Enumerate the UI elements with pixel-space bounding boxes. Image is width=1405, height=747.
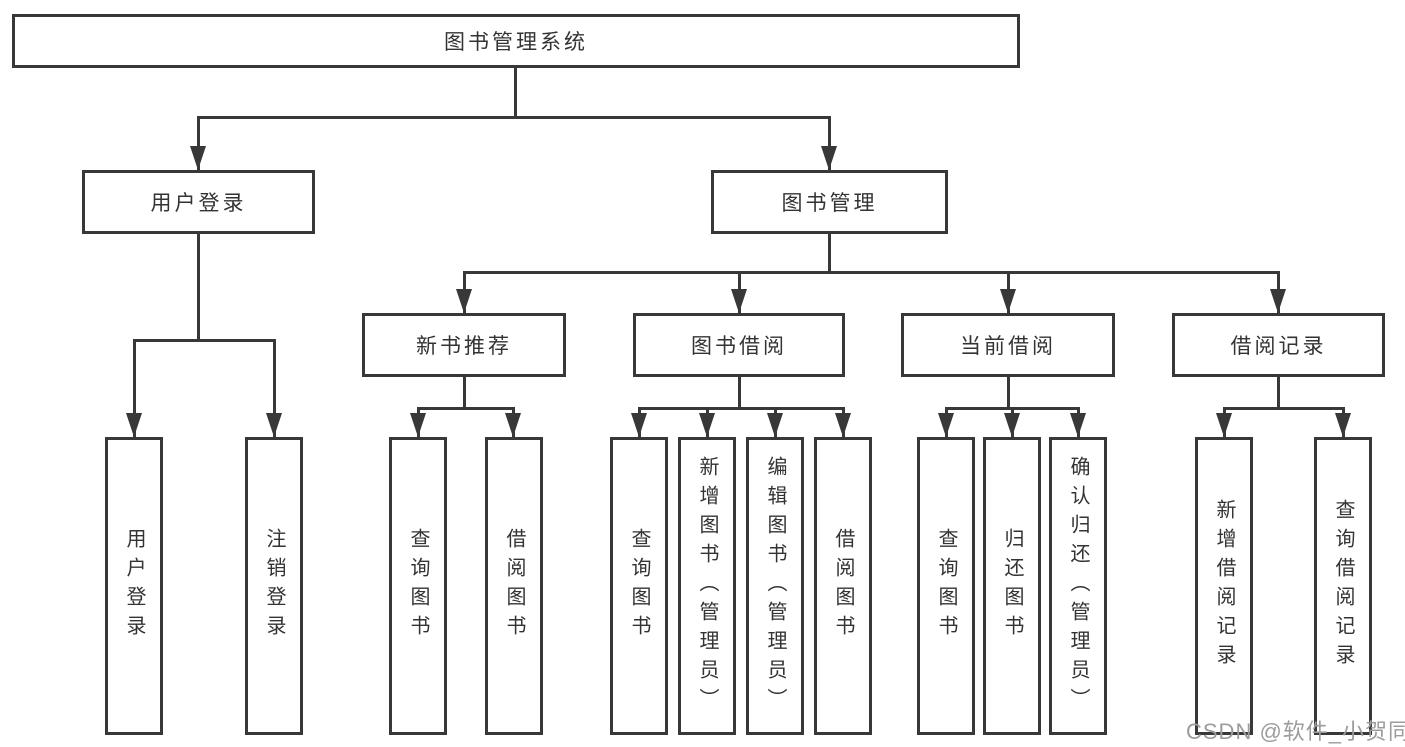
arrow-down-icon	[938, 413, 954, 437]
arrow-down-icon	[456, 289, 472, 313]
node-query-books-borrowing: 查询图书	[610, 437, 668, 735]
node-label: 注销登录	[263, 528, 285, 644]
connector-line	[828, 234, 831, 271]
node-label: 新增图书（管理员）	[696, 455, 718, 717]
arrow-down-icon	[1000, 289, 1016, 313]
node-query-books-current: 查询图书	[917, 437, 975, 735]
connector-line	[638, 407, 845, 410]
arrow-down-icon	[631, 413, 647, 437]
node-query-borrow-record: 查询借阅记录	[1314, 437, 1372, 735]
node-label: 查询图书	[935, 528, 957, 644]
arrow-down-icon	[1335, 413, 1351, 437]
connector-line	[197, 116, 831, 119]
node-label: 当前借阅	[960, 335, 1056, 358]
arrow-down-icon	[1270, 289, 1286, 313]
arrow-down-icon	[731, 289, 747, 313]
arrow-down-icon	[505, 413, 521, 437]
node-borrowing-records: 借阅记录	[1172, 313, 1385, 377]
arrow-down-icon	[190, 146, 206, 170]
node-label: 新书推荐	[416, 335, 512, 358]
connector-line	[197, 116, 200, 170]
connector-line	[463, 377, 466, 407]
node-label: 归还图书	[1001, 528, 1023, 644]
arrow-down-icon	[835, 413, 851, 437]
connector-line	[197, 234, 200, 339]
node-label: 编辑图书（管理员）	[764, 455, 786, 717]
node-label: 查询图书	[407, 528, 429, 644]
connector-line	[1223, 407, 1345, 410]
arrow-down-icon	[266, 413, 282, 437]
connector-line	[133, 339, 136, 437]
connector-line	[1007, 377, 1010, 407]
node-label: 借阅记录	[1230, 335, 1327, 358]
node-edit-book-admin: 编辑图书（管理员）	[746, 437, 804, 735]
arrow-down-icon	[767, 413, 783, 437]
connector-line	[133, 339, 276, 342]
arrow-down-icon	[1004, 413, 1020, 437]
node-label: 借阅图书	[503, 528, 525, 644]
connector-line	[738, 377, 741, 407]
arrow-down-icon	[821, 146, 837, 170]
node-label: 用户登录	[150, 192, 247, 215]
node-current-borrowing: 当前借阅	[901, 313, 1115, 377]
connector-line	[1277, 377, 1280, 407]
node-label: 图书管理	[781, 192, 878, 215]
connector-line	[828, 116, 831, 170]
node-logout: 注销登录	[245, 437, 303, 735]
arrow-down-icon	[1216, 413, 1232, 437]
node-label: 图书管理系统	[444, 31, 588, 54]
node-label: 用户登录	[123, 528, 145, 644]
node-query-books-recommend: 查询图书	[389, 437, 447, 735]
node-borrow-books-recommend: 借阅图书	[485, 437, 543, 735]
connector-line	[417, 407, 515, 410]
connector-line	[463, 271, 1280, 274]
connector-line	[514, 68, 517, 116]
node-add-book-admin: 新增图书（管理员）	[678, 437, 736, 735]
node-label: 查询图书	[628, 528, 650, 644]
node-confirm-return-admin: 确认归还（管理员）	[1049, 437, 1107, 735]
node-user-login: 用户登录	[105, 437, 163, 735]
node-add-borrow-record: 新增借阅记录	[1195, 437, 1253, 735]
node-borrow-books-borrowing: 借阅图书	[814, 437, 872, 735]
node-book-management-system: 图书管理系统	[12, 14, 1020, 68]
arrow-down-icon	[1070, 413, 1086, 437]
arrow-down-icon	[126, 413, 142, 437]
node-book-management-branch: 图书管理	[711, 170, 948, 234]
node-new-book-recommend: 新书推荐	[362, 313, 566, 377]
connector-line	[273, 339, 276, 437]
node-user-login-branch: 用户登录	[82, 170, 315, 234]
node-return-books: 归还图书	[983, 437, 1041, 735]
node-label: 查询借阅记录	[1332, 499, 1354, 673]
arrow-down-icon	[410, 413, 426, 437]
node-label: 确认归还（管理员）	[1067, 455, 1089, 717]
node-label: 图书借阅	[691, 335, 787, 358]
node-book-borrowing: 图书借阅	[633, 313, 845, 377]
node-label: 借阅图书	[832, 528, 854, 644]
arrow-down-icon	[699, 413, 715, 437]
csdn-watermark: CSDN @软件_小贺同学	[1186, 719, 1405, 744]
node-label: 新增借阅记录	[1213, 499, 1235, 673]
